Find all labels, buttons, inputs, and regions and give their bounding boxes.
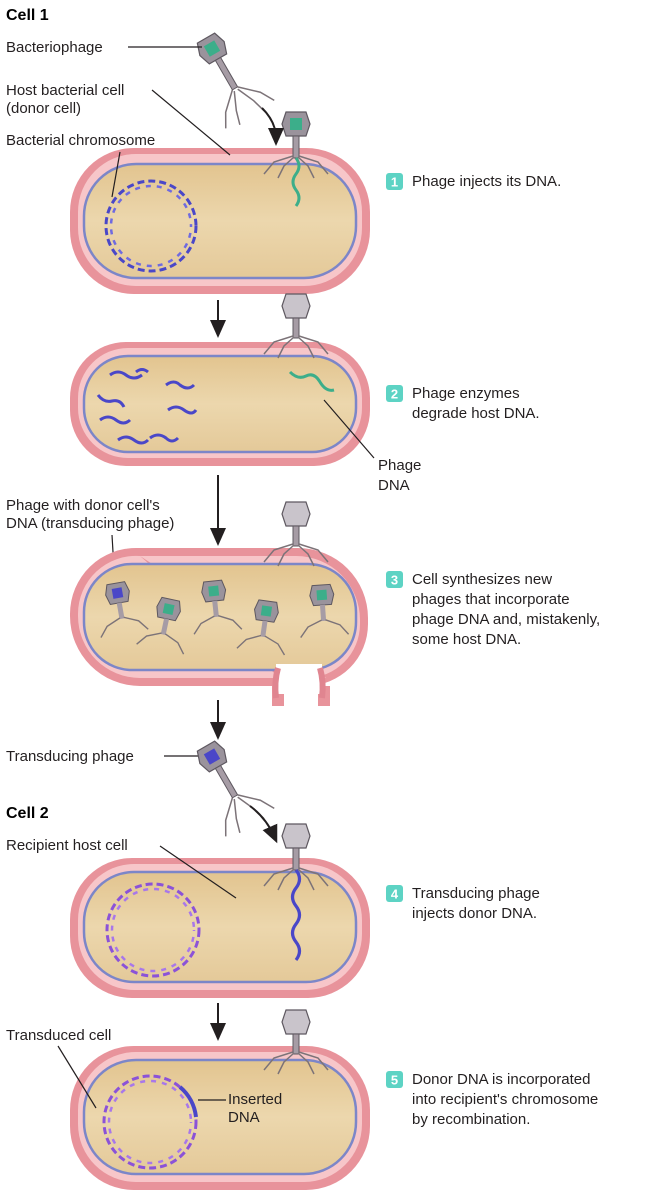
cytoplasm (82, 1058, 358, 1176)
step-text-line: into recipient's chromosome (412, 1091, 598, 1108)
step-1: 1 Phage injects its DNA. (386, 173, 561, 190)
step-number: 2 (391, 387, 398, 402)
label-inserted-2: DNA (228, 1109, 260, 1126)
phage-empty-3 (263, 501, 329, 567)
phage-empty-2 (263, 293, 329, 359)
label-transduced-cell: Transduced cell (6, 1027, 111, 1044)
new-phages (100, 579, 350, 656)
cell-step-4 (70, 858, 370, 998)
cytoplasm (82, 562, 358, 672)
step-text-line: Phage injects its DNA. (412, 173, 561, 190)
step-number: 5 (391, 1073, 398, 1088)
step-text-line: injects donor DNA. (412, 905, 537, 922)
cytoplasm (82, 354, 358, 454)
step-text-line: Cell synthesizes new (412, 571, 552, 588)
cell-step-3 (70, 547, 368, 706)
label-transducing-donor-1: Phage with donor cell's (6, 497, 160, 514)
label-host-cell-2: (donor cell) (6, 100, 81, 117)
attach-arrow-1 (261, 107, 284, 146)
step-badge (386, 1071, 403, 1088)
cell-step-5 (70, 1046, 370, 1190)
cell-step-1 (70, 148, 370, 294)
step-text-line: Phage enzymes (412, 385, 520, 402)
attach-arrow-4 (249, 805, 278, 844)
step-text-line: Donor DNA is incorporated (412, 1071, 590, 1088)
step-badge (386, 173, 403, 190)
recipient-chromosome (105, 882, 201, 978)
step-text-line: degrade host DNA. (412, 405, 540, 422)
label-recipient-host-cell: Recipient host cell (6, 837, 128, 854)
leader-transduced (57, 1045, 97, 1109)
label-bacterial-chromosome: Bacterial chromosome (6, 132, 155, 149)
step-badge (386, 571, 403, 588)
phage-dna-circle (288, 370, 335, 392)
cytoplasm (82, 870, 358, 984)
step-3: 3 Cell synthesizes new phages that incorpo… (386, 571, 600, 648)
label-phage-dna-2: DNA (378, 477, 410, 494)
cell2-header: Cell 2 (6, 805, 49, 822)
step-2: 2 Phage enzymes degrade host DNA. (386, 385, 540, 422)
recombinant-chromosome (102, 1074, 198, 1170)
leader-host-cell (151, 89, 231, 156)
step-5: 5 Donor DNA is incorporated into recipient… (386, 1071, 598, 1128)
label-inserted-1: Inserted (228, 1091, 282, 1108)
cytoplasm (82, 162, 358, 280)
inserted-dna-segment (178, 1085, 198, 1118)
phage-attached-1 (263, 111, 329, 207)
phage-empty-5 (263, 1009, 329, 1075)
lysis-opening (276, 664, 322, 694)
step-text-line: phage DNA and, mistakenly, (412, 611, 600, 628)
cell-step-2 (70, 342, 370, 466)
transducing-phage-free (196, 740, 275, 837)
label-transducing-phage: Transducing phage (6, 748, 134, 765)
step-number: 4 (391, 887, 399, 902)
step-text-line: by recombination. (412, 1111, 530, 1128)
label-host-cell-1: Host bacterial cell (6, 82, 124, 99)
label-bacteriophage: Bacteriophage (6, 39, 103, 56)
step-descriptions: 1 Phage injects its DNA. 2 Phage enzymes deg… (386, 173, 600, 1128)
transducing-phage-inside (100, 581, 149, 638)
label-phage-dna-1: Phage (378, 457, 421, 474)
phage-attached-4 (263, 823, 329, 961)
label-transducing-donor-2: DNA (transducing phage) (6, 515, 174, 532)
degraded-host-dna (96, 368, 198, 445)
leader-chromosome (111, 151, 121, 198)
cell1-header: Cell 1 (6, 7, 49, 24)
leader-recipient (159, 845, 237, 899)
step-text-line: phages that incorporate (412, 591, 570, 608)
bacteriophage-free (196, 32, 275, 129)
host-chromosome (104, 179, 198, 273)
step-text-line: some host DNA. (412, 631, 521, 648)
step-4: 4 Transducing phage injects donor DNA. (386, 885, 540, 922)
step-badge (386, 885, 403, 902)
step-number: 1 (391, 175, 398, 190)
step-number: 3 (391, 573, 398, 588)
step-text-line: Transducing phage (412, 885, 540, 902)
lysis-edges (272, 667, 326, 699)
leader-phage-dna (323, 399, 375, 459)
step-badge (386, 385, 403, 402)
